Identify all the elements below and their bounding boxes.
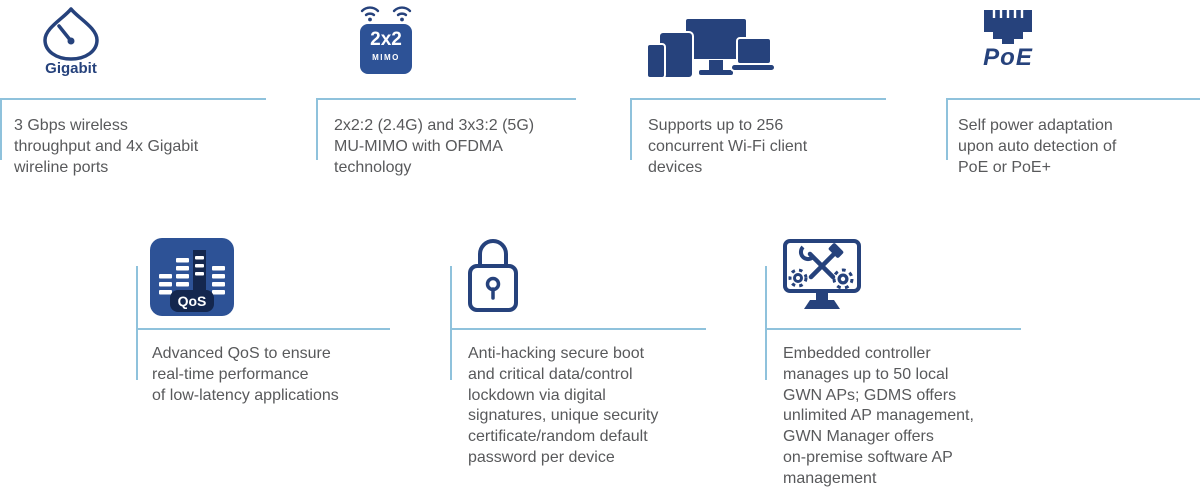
gigabit-label: Gigabit [45,60,97,77]
devices-icon [646,18,775,79]
wifi-waves-icon [360,6,412,22]
ethernet-port-icon [984,10,1032,44]
divider-mimo-h [316,98,576,100]
qos-description: Advanced QoS to ensure real-time perform… [152,345,339,404]
mimo-badge: 2x2 MIMO [360,24,412,74]
divider-qos-v [136,266,138,380]
divider-mimo-v [316,98,318,160]
qos-badge-label: QoS [178,293,207,309]
divider-management-v [765,266,767,380]
divider-gigabit-v [0,98,2,160]
divider-devices-v [630,98,632,160]
divider-poe-h [946,98,1200,100]
divider-security-v [450,266,452,380]
poe-description: Self power adaptation upon auto detectio… [958,117,1117,176]
divider-gigabit-h [0,98,266,100]
divider-poe-v [946,98,948,160]
qos-equalizer-icon: QoS [150,238,234,316]
divider-management-h [765,328,1021,330]
mimo-badge-sub: MIMO [372,53,400,62]
management-description: Embedded controller manages up to 50 loc… [783,345,974,487]
divider-security-h [450,328,706,330]
poe-label: PoE [983,44,1033,71]
divider-qos-h [136,328,390,330]
padlock-icon [468,239,518,312]
monitor-tools-icon [783,239,861,309]
speedometer-icon [43,7,99,61]
devices-description: Supports up to 256 concurrent Wi-Fi clie… [648,117,808,176]
security-description: Anti-hacking secure boot and critical da… [468,345,659,466]
mimo-badge-main: 2x2 [370,29,402,50]
divider-devices-h [630,98,886,100]
mimo-description: 2x2:2 (2.4G) and 3x3:2 (5G) MU-MIMO with… [334,117,535,176]
gigabit-description: 3 Gbps wireless throughput and 4x Gigabi… [14,117,199,176]
